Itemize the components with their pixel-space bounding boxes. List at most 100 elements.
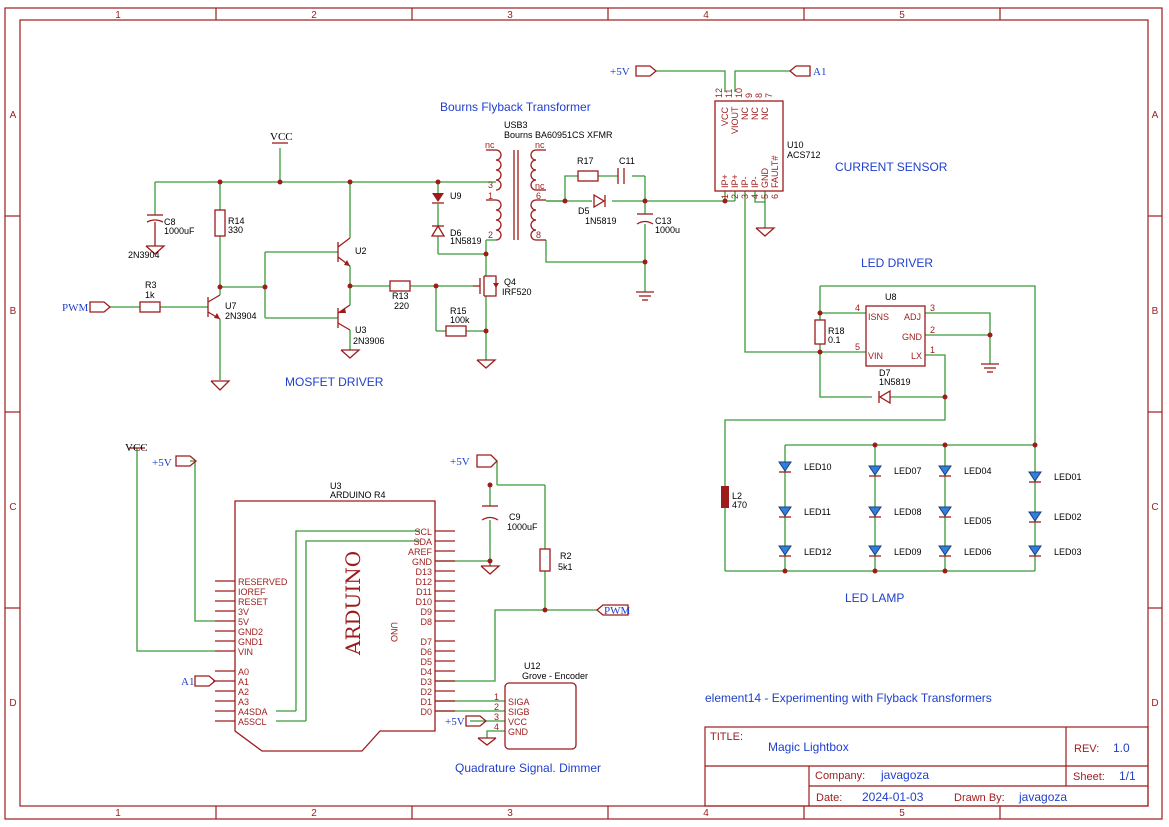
arduino-value: ARDUINO R4	[330, 490, 386, 500]
arduino-pin: RESET	[238, 597, 269, 607]
flyback-note: Bourns Flyback Transformer	[440, 100, 591, 114]
q4-ref: Q4	[504, 277, 516, 287]
sheet-frame	[4, 7, 1163, 820]
acs-pin-num: 2	[730, 194, 740, 199]
p5v-label-arduino: +5V	[152, 455, 198, 469]
resistor-r13: R13 220	[389, 280, 411, 311]
resistor-r18: R18 0.1	[814, 319, 845, 345]
led-diode: LED11	[778, 506, 831, 518]
capacitor-c11: C11	[617, 156, 635, 184]
xfmr-pin-nc: nc	[535, 181, 545, 191]
frame-column-labels: 1 2 3 4 5 1 2 3 4 5	[115, 10, 905, 819]
r3-value: 1k	[145, 290, 155, 300]
a1-net-label-acs: A1	[788, 65, 826, 78]
arduino-pin: D0	[420, 707, 432, 717]
arduino-pin: SDA	[413, 537, 432, 547]
r14-ref: R14	[228, 216, 245, 226]
project-note: element14 - Experimenting with Flyback T…	[705, 691, 992, 705]
arduino-pin: GND2	[238, 627, 263, 637]
acs-pin-name: NC	[740, 107, 750, 120]
rev-value: 1.0	[1113, 741, 1130, 755]
current-sensor-u10: 12 11 10 9 8 7 VCC VIOUT NC NC NC IP+ IP…	[714, 88, 821, 199]
d6-value: 1N5819	[450, 236, 482, 246]
row-label: C	[1151, 502, 1158, 513]
arduino-pin: A3	[238, 697, 249, 707]
arduino-ref: U3	[330, 481, 342, 491]
acs-pin-num: 4	[750, 194, 760, 199]
encoder-pin: SIGB	[508, 707, 530, 717]
col-label: 2	[311, 808, 317, 819]
u7-ref: U7	[225, 301, 237, 311]
p5v-label-encoder: +5V	[445, 715, 488, 728]
arduino-pin: SCL	[414, 527, 432, 537]
led-label: LED10	[804, 462, 832, 472]
resistor-r17: R17	[577, 156, 599, 182]
r18-ref: R18	[828, 326, 845, 336]
encoder-pin-num: 3	[494, 712, 499, 722]
d6-ref: D6	[450, 228, 462, 238]
c8-extra: 2N3904	[128, 250, 160, 260]
p5v-label: +5V	[152, 457, 172, 469]
r2-value: 5k1	[558, 562, 573, 572]
col-label: 1	[115, 10, 121, 21]
u7-value: 2N3904	[225, 311, 257, 321]
mosfet-q4: Q4 IRF520	[473, 275, 532, 297]
r13-value: 220	[394, 301, 409, 311]
arduino-pin: 3V	[238, 607, 249, 617]
arduino-pin: D6	[420, 647, 432, 657]
resistor-r15: R15 100k	[445, 306, 470, 337]
p5v-label: +5V	[450, 456, 470, 468]
diode-d5: D5 1N5819	[578, 193, 617, 226]
d5-value: 1N5819	[585, 216, 617, 226]
arduino-pin: D3	[420, 677, 432, 687]
c8-ref: C8	[164, 217, 176, 227]
led-label: LED03	[1054, 547, 1082, 557]
r3-ref: R3	[145, 280, 157, 290]
led-diode: LED05	[938, 506, 992, 526]
p5v-label: +5V	[445, 716, 465, 728]
u8-ref: U8	[885, 292, 897, 302]
arduino-pin: A2	[238, 687, 249, 697]
row-label: C	[9, 502, 16, 513]
acs-pin-name: IP-	[740, 176, 750, 188]
inductor-l2: L2 470	[721, 486, 747, 510]
arduino-left-pins: RESERVED IOREF RESET 3V 5V GND2 GND1 VIN…	[215, 577, 288, 727]
u8-pin-lx: LX	[911, 351, 922, 361]
current-sensor-note: CURRENT SENSOR	[835, 160, 948, 174]
xfmr-pin-8: 8	[536, 230, 541, 240]
arduino-pin: GND1	[238, 637, 263, 647]
led-diode: LED01	[1028, 471, 1082, 483]
date-value: 2024-01-03	[862, 790, 924, 804]
resistor-r14: R14 330	[214, 209, 245, 237]
xfmr-pin-nc: nc	[535, 140, 545, 150]
encoder-pin-num: 4	[494, 722, 499, 732]
acs-pin-name: NC	[750, 107, 760, 120]
acs-pin-num: 1	[720, 194, 730, 199]
encoder-pin: VCC	[508, 717, 528, 727]
xfmr-pin-nc: nc	[485, 140, 495, 150]
dimmer-note: Quadrature Signal. Dimmer	[455, 761, 601, 775]
led-diode: LED07	[868, 465, 922, 477]
u8-pin-num: 4	[855, 303, 860, 313]
resistor-r3: R3 1k	[139, 280, 161, 313]
date-label: Date:	[816, 792, 842, 804]
led-label: LED04	[964, 466, 992, 476]
xfmr-pin-1: 1	[488, 191, 493, 201]
col-label: 3	[507, 808, 513, 819]
flyback-transformer-usb3: USB3 Bourns BA60951CS XFMR nc nc nc 3 1 …	[485, 120, 613, 241]
led-diode: LED03	[1028, 545, 1082, 557]
u8-pin-num: 1	[930, 345, 935, 355]
sheet-label: Sheet:	[1073, 771, 1105, 783]
p5v-label-acs: +5V	[610, 65, 658, 78]
u8-pin-isns: ISNS	[868, 312, 889, 322]
ground-symbols	[145, 227, 999, 746]
vcc-symbol-top: VCC	[270, 131, 293, 144]
col-label: 1	[115, 808, 121, 819]
arduino-pin: D7	[420, 637, 432, 647]
sheet-title: Magic Lightbox	[768, 740, 849, 754]
drawn-by-value: javagoza	[1018, 790, 1067, 804]
u8-pin-vin: VIN	[868, 351, 883, 361]
xfmr-pin-6: 6	[536, 191, 541, 201]
r14-value: 330	[228, 225, 243, 235]
